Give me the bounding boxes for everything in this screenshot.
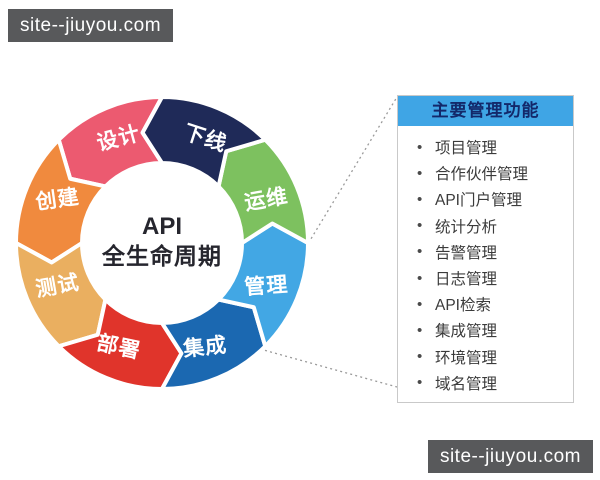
bullet-icon: • bbox=[417, 348, 423, 366]
callout-dashed-line bbox=[302, 96, 398, 253]
wheel-center-title: API bbox=[142, 213, 182, 240]
panel-item: • API门户管理 bbox=[398, 186, 573, 212]
panel-item-label: 项目管理 bbox=[435, 140, 498, 158]
management-functions-panel: 主要管理功能 • 项目管理 • 合作伙伴管理 • API门户管理 • 统计分析 • 告警管理 • 日志… bbox=[397, 95, 574, 403]
bullet-icon: • bbox=[417, 217, 423, 235]
panel-item-label: 集成管理 bbox=[435, 323, 498, 341]
panel-item: • 日志管理 bbox=[398, 265, 573, 291]
panel-item: • 域名管理 bbox=[398, 370, 573, 396]
panel-item: • 统计分析 bbox=[398, 213, 573, 239]
panel-item: • 项目管理 bbox=[398, 134, 573, 160]
bullet-icon: • bbox=[417, 164, 423, 182]
panel-item-label: 统计分析 bbox=[435, 218, 498, 236]
bullet-icon: • bbox=[417, 190, 423, 208]
callout-dashed-lines bbox=[259, 96, 398, 388]
bullet-icon: • bbox=[417, 321, 423, 339]
watermark-top-left: site--jiuyou.com bbox=[8, 9, 174, 42]
wheel-segment-label: 管理 bbox=[244, 272, 290, 299]
panel-item: • 环境管理 bbox=[398, 344, 573, 370]
wheel-center-subtitle: 全生命周期 bbox=[101, 243, 222, 269]
panel-list: • 项目管理 • 合作伙伴管理 • API门户管理 • 统计分析 • 告警管理 • 日志管理 • API检… bbox=[398, 126, 573, 402]
panel-item: • 合作伙伴管理 bbox=[398, 160, 573, 186]
bullet-icon: • bbox=[417, 138, 423, 156]
panel-item: • 告警管理 bbox=[398, 239, 573, 265]
panel-item-label: 环境管理 bbox=[435, 349, 498, 367]
bullet-icon: • bbox=[417, 295, 423, 313]
panel-item: • API检索 bbox=[398, 291, 573, 317]
panel-item-label: 域名管理 bbox=[435, 375, 498, 393]
panel-title: 主要管理功能 bbox=[398, 96, 573, 126]
watermark-bottom-right: site--jiuyou.com bbox=[427, 440, 593, 473]
panel-item: • 集成管理 bbox=[398, 317, 573, 343]
panel-item-label: 合作伙伴管理 bbox=[435, 166, 529, 184]
panel-item-label: 告警管理 bbox=[435, 244, 498, 262]
wheel-center-circle bbox=[82, 163, 242, 323]
panel-item-label: 日志管理 bbox=[435, 271, 498, 289]
bullet-icon: • bbox=[417, 374, 423, 392]
wheel-segment-label: 集成 bbox=[181, 333, 228, 362]
panel-item-label: API门户管理 bbox=[435, 192, 522, 210]
panel-item-label: API检索 bbox=[435, 297, 491, 315]
bullet-icon: • bbox=[417, 243, 423, 261]
callout-dashed-line bbox=[259, 348, 398, 388]
bullet-icon: • bbox=[417, 269, 423, 287]
